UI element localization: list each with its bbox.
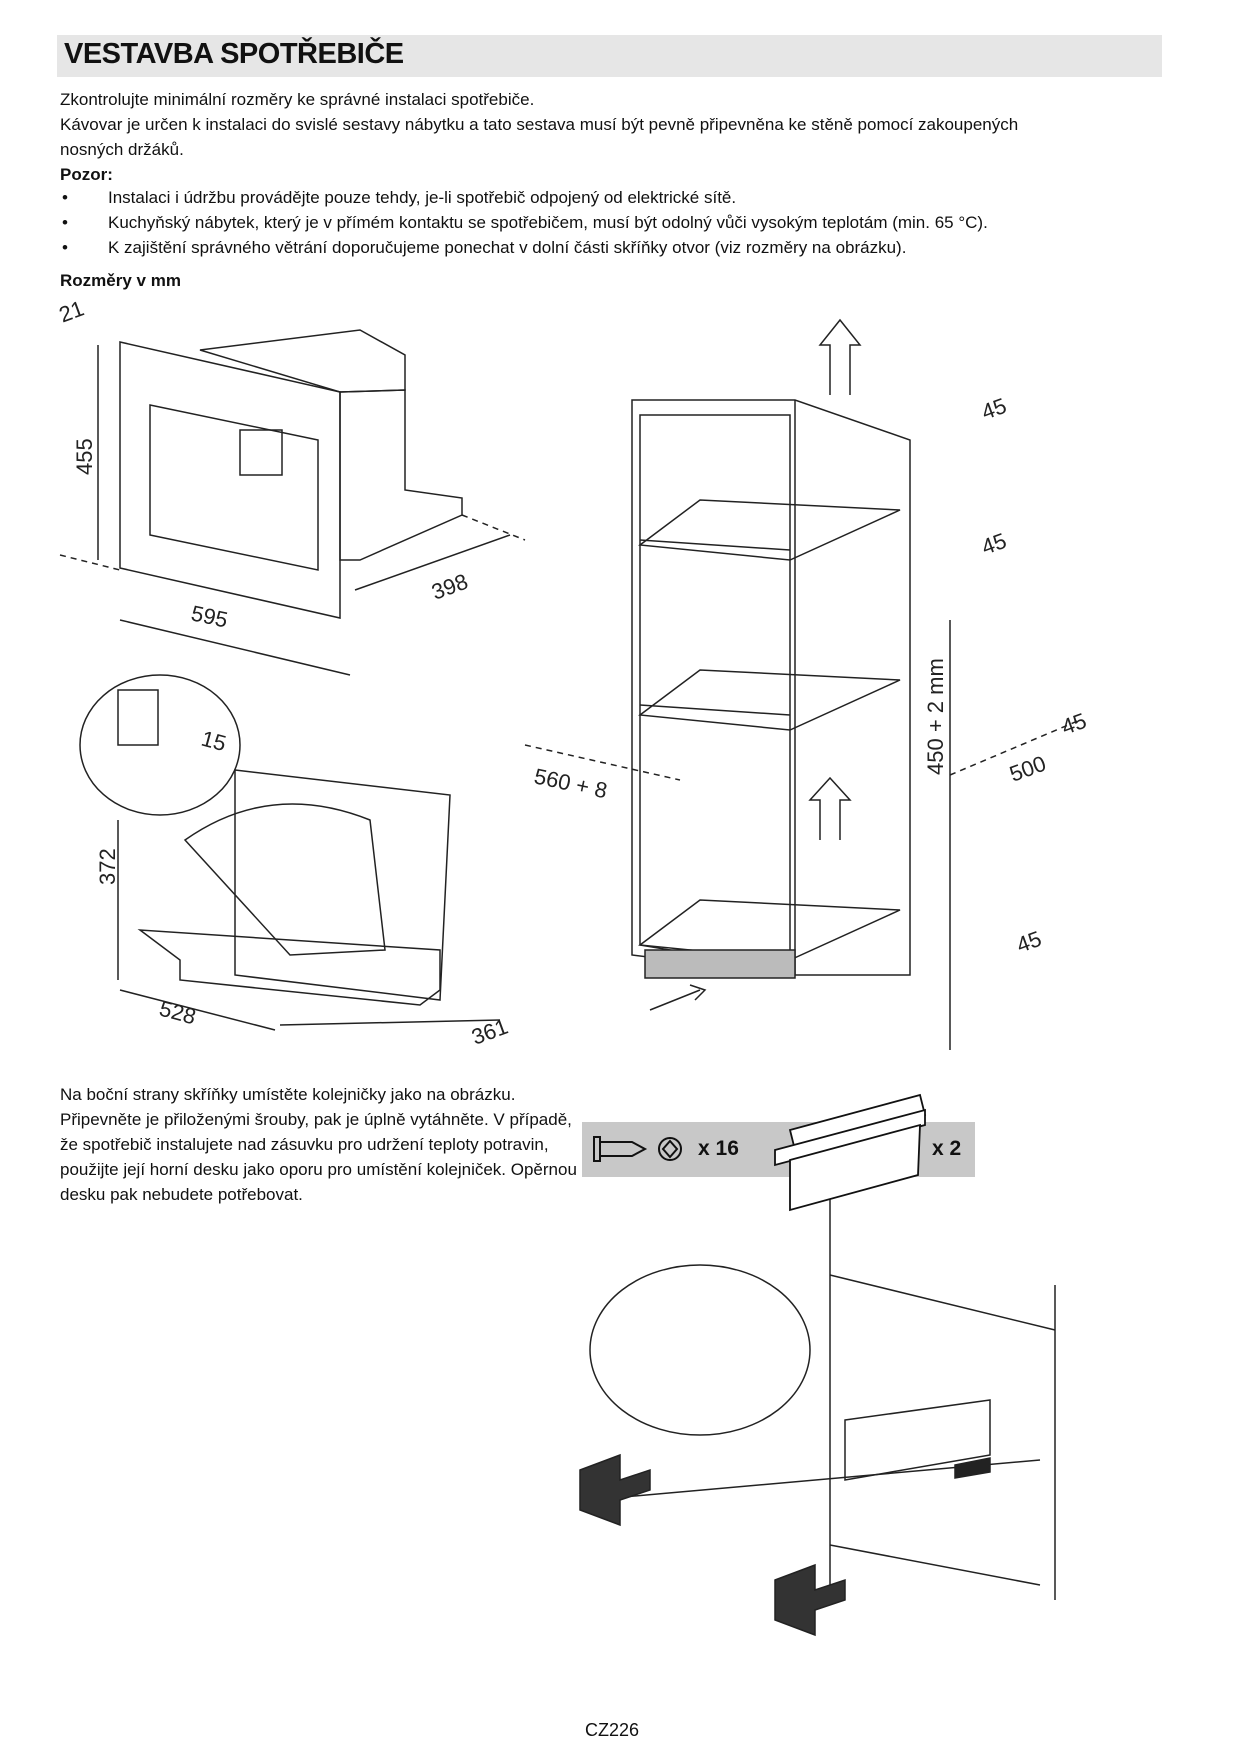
warning-label: Pozor: xyxy=(60,165,113,184)
parts-strip xyxy=(582,1122,975,1177)
screws-quantity: x 16 xyxy=(698,1137,739,1160)
page-title: VESTAVBA SPOTŘEBIČE xyxy=(64,38,404,70)
dim-450: 450 + 2 mm xyxy=(923,658,948,775)
dim-372: 372 xyxy=(95,848,120,885)
dim-45-mid: 45 xyxy=(978,528,1010,560)
dim-45-side: 45 xyxy=(1058,708,1090,740)
dim-21: 21 xyxy=(56,296,88,328)
dim-560: 560 + 8 xyxy=(532,763,610,803)
dimensions-label: Rozměry v mm xyxy=(60,271,181,290)
dim-15: 15 xyxy=(199,726,229,756)
bullet-icon: • xyxy=(62,238,68,257)
bullet-2: Kuchyňský nábytek, který je v přímém kon… xyxy=(108,213,988,232)
dim-45-bottom: 45 xyxy=(1013,926,1045,958)
dim-528: 528 xyxy=(157,996,199,1030)
bullet-icon: • xyxy=(62,188,68,207)
rail-installation-diagram xyxy=(579,1185,1056,1637)
cabinet-diagram xyxy=(524,318,1081,1050)
bullet-1: Instalaci i údržbu provádějte pouze tehd… xyxy=(108,188,737,207)
rails-quantity: x 2 xyxy=(932,1137,962,1160)
dim-361: 361 xyxy=(468,1014,511,1050)
appliance-back-diagram xyxy=(79,674,501,1031)
page-number: CZ226 xyxy=(585,1720,640,1740)
rails-instructions: Na boční strany skříňky umístěte kolejni… xyxy=(60,1085,577,1204)
dim-595: 595 xyxy=(189,600,230,632)
appliance-front-diagram xyxy=(59,329,526,676)
intro-line-1: Zkontrolujte minimální rozměry ke správn… xyxy=(60,90,535,109)
dim-500: 500 xyxy=(1006,751,1049,787)
intro-line-2: Kávovar je určen k instalaci do svislé s… xyxy=(60,115,1019,134)
intro-line-3: nosných držáků. xyxy=(60,140,184,159)
bullet-3: K zajištění správného větrání doporučuje… xyxy=(108,238,907,257)
dim-45-top: 45 xyxy=(978,393,1010,425)
title-bar xyxy=(57,35,1162,77)
dim-455: 455 xyxy=(72,438,97,475)
dim-398: 398 xyxy=(428,569,471,605)
bullet-icon: • xyxy=(62,213,68,232)
